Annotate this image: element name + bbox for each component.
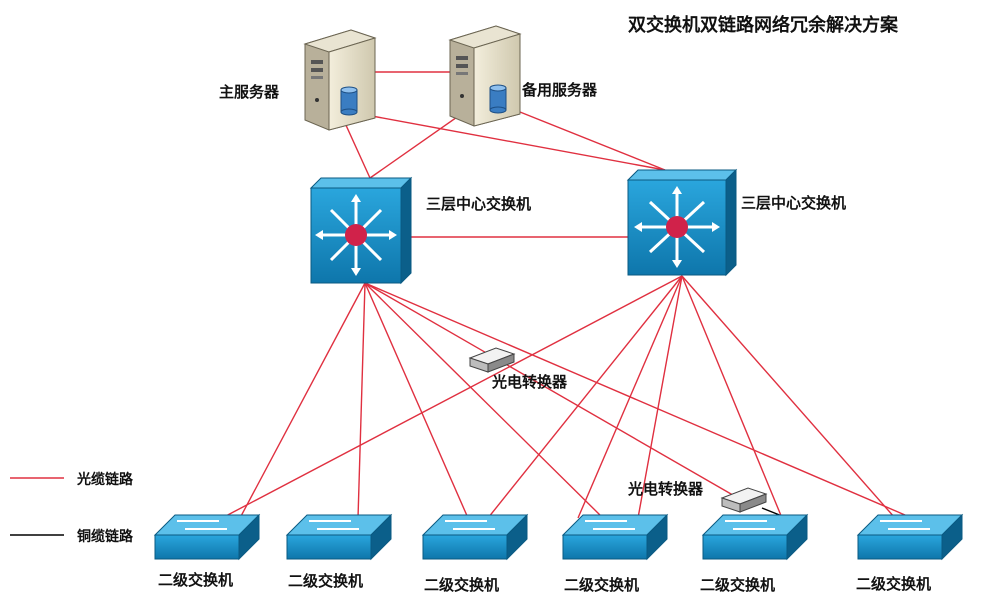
upper-media-converter	[468, 347, 516, 373]
access-switch-4	[561, 513, 669, 561]
access-switch-3	[421, 513, 529, 561]
legend-copper-label: 铜缆链路	[77, 528, 134, 545]
link-backup-right-core	[509, 107, 666, 171]
legend: 光缆链路 铜缆链路	[10, 471, 134, 545]
database-icon	[340, 86, 358, 116]
access-switch-5	[701, 513, 809, 561]
access-switch-2-label: 二级交换机	[288, 572, 363, 590]
main-server-label: 主服务器	[219, 83, 280, 101]
access-switch-1	[153, 513, 261, 561]
right-core-switch-label: 三层中心交换机	[741, 194, 846, 212]
diagram-title: 双交换机双链路网络冗余解决方案	[628, 14, 899, 36]
link-lcore-sw3	[364, 282, 469, 519]
link-rcore-sw5	[681, 275, 783, 519]
link-rcore-sw6	[681, 275, 896, 519]
link-rcore-sw4b	[637, 275, 683, 519]
hub-dot-icon	[345, 224, 367, 246]
link-main-right-core	[349, 111, 666, 171]
access-switch-3-label: 二级交换机	[424, 576, 499, 594]
backup-server	[448, 25, 522, 127]
upper-converter-label: 光电转换器	[491, 373, 568, 391]
link-lcore-sw5	[364, 282, 739, 499]
lower-media-converter	[720, 487, 768, 513]
database-icon	[489, 84, 507, 114]
legend-fiber-label: 光缆链路	[76, 471, 134, 488]
main-server	[303, 29, 377, 131]
link-rcore-sw4	[577, 275, 683, 519]
access-switch-6-label: 二级交换机	[856, 575, 931, 593]
right-core-switch	[626, 168, 738, 277]
link-rcore-sw3	[487, 275, 683, 519]
access-switch-4-label: 二级交换机	[564, 576, 639, 594]
lower-converter-label: 光电转换器	[627, 480, 704, 498]
link-rcore-sw1	[221, 275, 683, 519]
access-switch-6	[856, 513, 964, 561]
link-lcore-sw4	[364, 282, 604, 519]
backup-server-label: 备用服务器	[521, 81, 598, 99]
link-backup-left-core	[369, 107, 471, 179]
left-core-switch-label: 三层中心交换机	[426, 195, 531, 213]
link-lcore-sw2	[357, 282, 366, 519]
link-lcore-sw6	[364, 282, 913, 519]
link-lcore-sw1	[239, 282, 366, 519]
fiber-links	[221, 71, 913, 519]
access-switch-5-label: 二级交换机	[700, 576, 775, 594]
access-switch-1-label: 二级交换机	[158, 571, 233, 589]
left-core-switch	[309, 176, 413, 285]
access-switch-2	[285, 513, 393, 561]
hub-dot-icon	[666, 216, 688, 238]
